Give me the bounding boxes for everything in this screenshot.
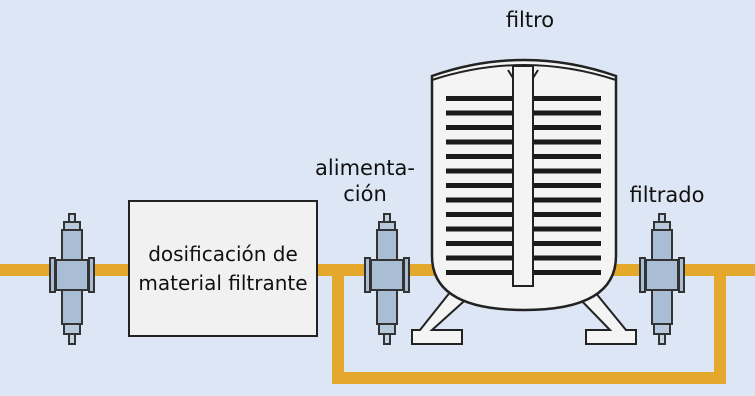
label-feed-line1: alimenta- bbox=[315, 156, 415, 180]
bypass-pipe-bottom bbox=[332, 372, 726, 384]
dosing-label-line1: dosificación de bbox=[148, 241, 298, 266]
filter-tank bbox=[411, 58, 637, 345]
label-feed-line2: ción bbox=[343, 182, 387, 206]
valve-feed bbox=[364, 213, 410, 345]
bypass-pipe-right bbox=[714, 276, 726, 384]
dosing-label-line2: material filtrante bbox=[138, 270, 308, 295]
label-filter: filtro bbox=[505, 8, 555, 32]
bypass-pipe-left bbox=[332, 276, 344, 384]
dosing-box: dosificación de material filtrante bbox=[128, 200, 318, 337]
valve-inlet bbox=[49, 213, 95, 345]
label-filtrate: filtrado bbox=[629, 183, 705, 207]
valve-filtrate bbox=[639, 213, 685, 345]
